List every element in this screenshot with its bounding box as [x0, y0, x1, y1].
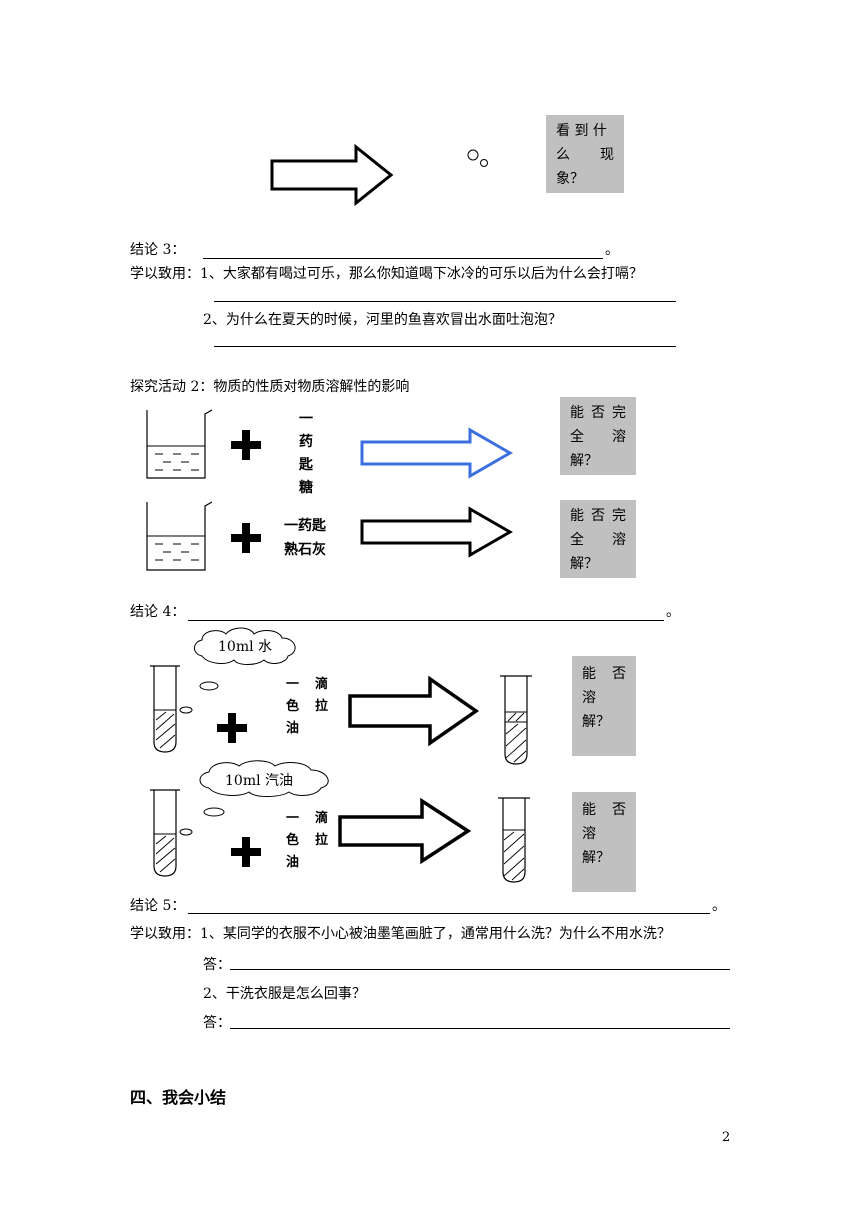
right-arrow-icon: [338, 797, 472, 865]
drop-ovals-icon: [179, 681, 219, 714]
activity2-title: 探究活动 2：物质的性质对物质溶解性的影响: [130, 379, 410, 395]
drop-ovals-icon: [179, 807, 225, 836]
box-line: 看 到 什: [556, 123, 607, 139]
question-box-dissolve-1: 能否完 全 溶 解？: [560, 397, 636, 475]
drop-char: 滴: [314, 677, 328, 692]
box-line: 么: [556, 147, 570, 163]
box-line: 能: [570, 405, 584, 421]
box-line: 溶: [582, 690, 596, 706]
answer-label-1: 答：: [203, 957, 231, 973]
plus-icon: [217, 713, 247, 743]
apply-question-1: 1、大家都有喝过可乐，那么你知道喝下冰冷的可乐以后为什么会打嗝？: [200, 266, 643, 282]
drop-char: 色: [286, 833, 300, 848]
solute-sugar: 一 药 匙 糖: [296, 408, 316, 500]
question-box: 看 到 什 么 现 象？: [546, 115, 624, 193]
conclusion5-label: 结论 5：: [130, 898, 186, 914]
conclusion3-blank[interactable]: [203, 258, 603, 259]
drop-char: 拉: [314, 833, 328, 848]
test-tube-icon: [150, 789, 180, 877]
question-box-dissolve-2: 能否完 全 溶 解？: [560, 500, 636, 578]
conclusion5-end: 。: [712, 898, 726, 914]
box-line: 否: [591, 405, 605, 421]
box-line: 全: [570, 429, 584, 445]
box-line: 解？: [582, 850, 610, 866]
box-line: 完: [612, 508, 626, 524]
solute-lime: 一药匙 熟石灰: [284, 514, 326, 562]
right-arrow-icon: [348, 675, 480, 747]
beaker-icon: [146, 501, 213, 571]
conclusion5-blank[interactable]: [188, 913, 710, 914]
beaker-icon: [146, 409, 213, 479]
plus-icon: [231, 837, 261, 867]
box-line: 溶: [612, 532, 626, 548]
conclusion3-label: 结论 3：: [130, 242, 186, 258]
box-line: 象？: [556, 171, 584, 187]
box-line: 解？: [582, 714, 610, 730]
solute-char: 药: [299, 434, 313, 450]
box-line: 能: [582, 666, 596, 682]
cloud-icon: [199, 760, 329, 797]
conclusion4-label: 结论 4：: [130, 604, 186, 620]
conclusion4-blank[interactable]: [188, 620, 664, 621]
plus-icon: [231, 430, 261, 460]
box-line: 能: [570, 508, 584, 524]
box-line: 溶: [612, 429, 626, 445]
drop-oil-label: 一滴 色拉 油: [286, 674, 328, 740]
question-box-tube-1: 能否 溶 解？: [572, 656, 636, 756]
answer-blank-4[interactable]: [230, 1028, 730, 1029]
box-line: 否: [612, 802, 626, 818]
question-box-tube-2: 能否 溶 解？: [572, 792, 636, 892]
answer-blank-1[interactable]: [214, 301, 676, 302]
apply-label: 学以致用：: [130, 266, 200, 282]
section4-heading: 四、我会小结: [130, 1088, 227, 1107]
cloud-label-water: 10ml 水: [218, 639, 273, 655]
drop-char: 油: [286, 855, 300, 870]
box-line: 解？: [570, 556, 598, 572]
box-line: 全: [570, 532, 584, 548]
drop-char: 拉: [314, 699, 328, 714]
drop-char: 一: [286, 811, 300, 826]
box-line: 解？: [570, 453, 598, 469]
right-arrow-icon: [270, 143, 394, 207]
answer-blank-3[interactable]: [230, 969, 730, 970]
apply2-label: 学以致用：: [130, 926, 200, 942]
box-line: 否: [612, 666, 626, 682]
drop-char: 色: [286, 699, 300, 714]
apply2-question-2: 2、干洗衣服是怎么回事？: [203, 986, 366, 1002]
box-line: 能: [582, 802, 596, 818]
drop-char: 油: [286, 721, 300, 736]
box-line: 完: [612, 405, 626, 421]
solute-char: 匙: [299, 457, 313, 473]
answer-blank-2[interactable]: [214, 346, 676, 347]
cloud-label-gasoline: 10ml 汽油: [225, 773, 294, 789]
drop-oil-label: 一滴 色拉 油: [286, 808, 328, 874]
answer-label-2: 答：: [203, 1015, 231, 1031]
solute-line: 一药匙: [284, 518, 326, 534]
bubbles-icon: [467, 149, 488, 167]
box-line: 现: [600, 147, 614, 163]
box-line: 否: [591, 508, 605, 524]
right-arrow-icon: [360, 506, 514, 558]
box-line: 溶: [582, 826, 596, 842]
plus-icon: [231, 523, 261, 553]
apply2-question-1: 1、某同学的衣服不小心被油墨笔画脏了，通常用什么洗？为什么不用水洗？: [200, 926, 671, 942]
drop-char: 滴: [314, 811, 328, 826]
conclusion4-end: 。: [666, 604, 680, 620]
drop-char: 一: [286, 677, 300, 692]
cloud-icon: [194, 627, 296, 665]
solute-char: 一: [299, 411, 313, 427]
solute-line: 熟石灰: [284, 542, 326, 558]
blue-arrow-icon: [360, 427, 514, 479]
apply-question-2: 2、为什么在夏天的时候，河里的鱼喜欢冒出水面吐泡泡？: [203, 312, 562, 328]
test-tube-result-icon: [498, 797, 530, 883]
solute-char: 糖: [299, 480, 313, 496]
page-number: 2: [722, 1130, 731, 1145]
conclusion3-end: 。: [605, 242, 619, 258]
test-tube-result-icon: [500, 675, 532, 765]
test-tube-icon: [150, 665, 180, 753]
